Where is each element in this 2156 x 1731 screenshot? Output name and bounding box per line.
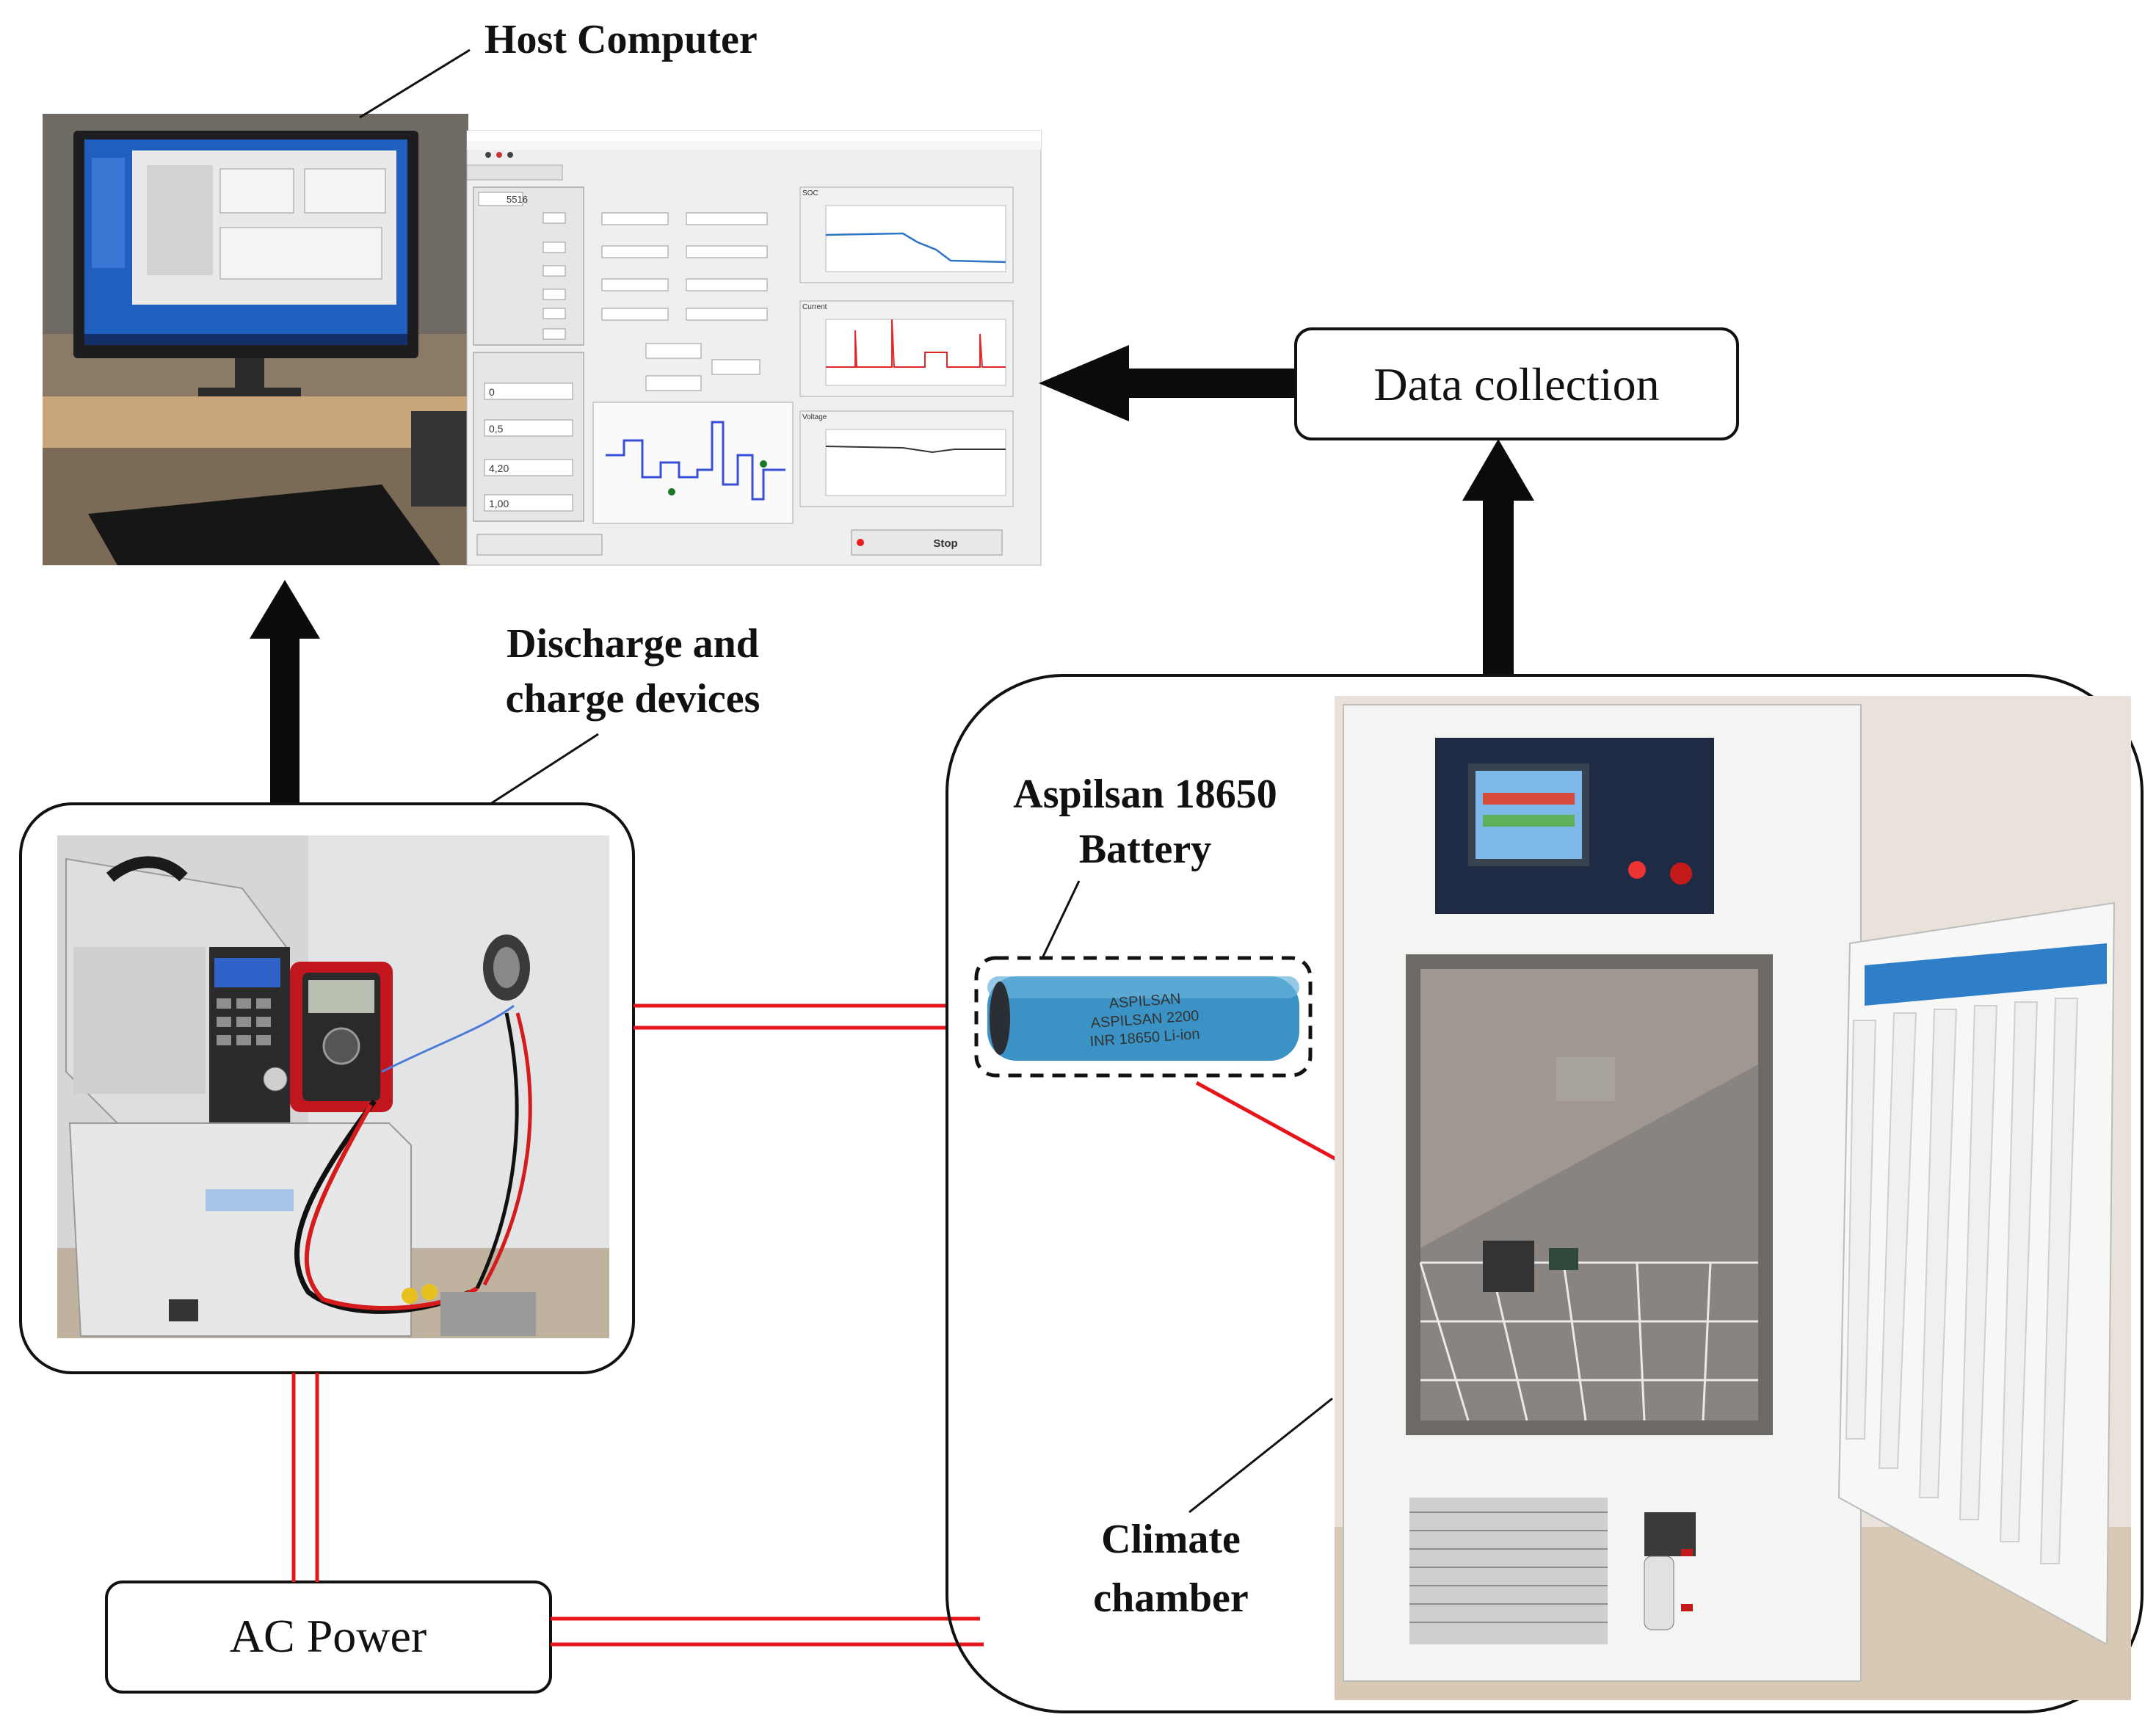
battery-label-2: Battery	[1079, 827, 1211, 872]
discharge-devices-label-2: charge devices	[506, 676, 761, 722]
arrow-devices-to-computer	[250, 580, 320, 806]
charge-value: 1,00	[489, 498, 509, 509]
discharge-devices-leader	[490, 733, 599, 805]
host-computer-leader	[359, 48, 471, 119]
discharge-devices-label-1: Discharge and	[507, 621, 759, 667]
battery-figure: ASPILSAN ASPILSAN 2200 INR 18650 Li-ion	[974, 956, 1313, 1078]
period-value: 0,5	[489, 423, 504, 435]
discharge-devices-photo	[57, 835, 609, 1338]
arrow-data-to-computer	[1039, 345, 1296, 421]
ac-power-box: AC Power	[105, 1581, 552, 1694]
arrow-chamber-to-data	[1462, 439, 1534, 675]
voltage-chart-title: Voltage	[802, 413, 827, 421]
battery-leader	[1041, 880, 1081, 959]
host-computer-photo	[43, 114, 468, 565]
soc-chart-title: SOC	[802, 189, 819, 197]
current-value: 0	[489, 386, 495, 398]
voltage-chart: Voltage	[799, 410, 1014, 507]
data-collection-box: Data collection	[1294, 327, 1739, 440]
current-chart: Current	[799, 300, 1014, 397]
climate-chamber-label-1: Climate	[1101, 1517, 1241, 1562]
software-screenshot: 5516 0 0,5 4,20 1,00	[466, 130, 1042, 566]
climate-chamber-box: ASPILSAN ASPILSAN 2200 INR 18650 Li-ion …	[945, 674, 2144, 1713]
host-computer-label: Host Computer	[484, 17, 758, 62]
climate-chamber-photo	[1335, 696, 2131, 1700]
soc-chart: SOC	[799, 186, 1014, 283]
voltage-value: 4,20	[489, 462, 509, 474]
stop-button-label: Stop	[933, 537, 957, 550]
climate-chamber-leader	[1188, 1397, 1333, 1514]
time-value: 5516	[507, 194, 528, 205]
current-chart-title: Current	[802, 303, 827, 311]
ac-power-label: AC Power	[230, 1610, 427, 1662]
battery-label-1: Aspilsan 18650	[1013, 772, 1277, 817]
climate-chamber-label-2: chamber	[1093, 1575, 1249, 1621]
discharge-devices-box	[19, 802, 635, 1374]
data-collection-label: Data collection	[1373, 358, 1659, 410]
